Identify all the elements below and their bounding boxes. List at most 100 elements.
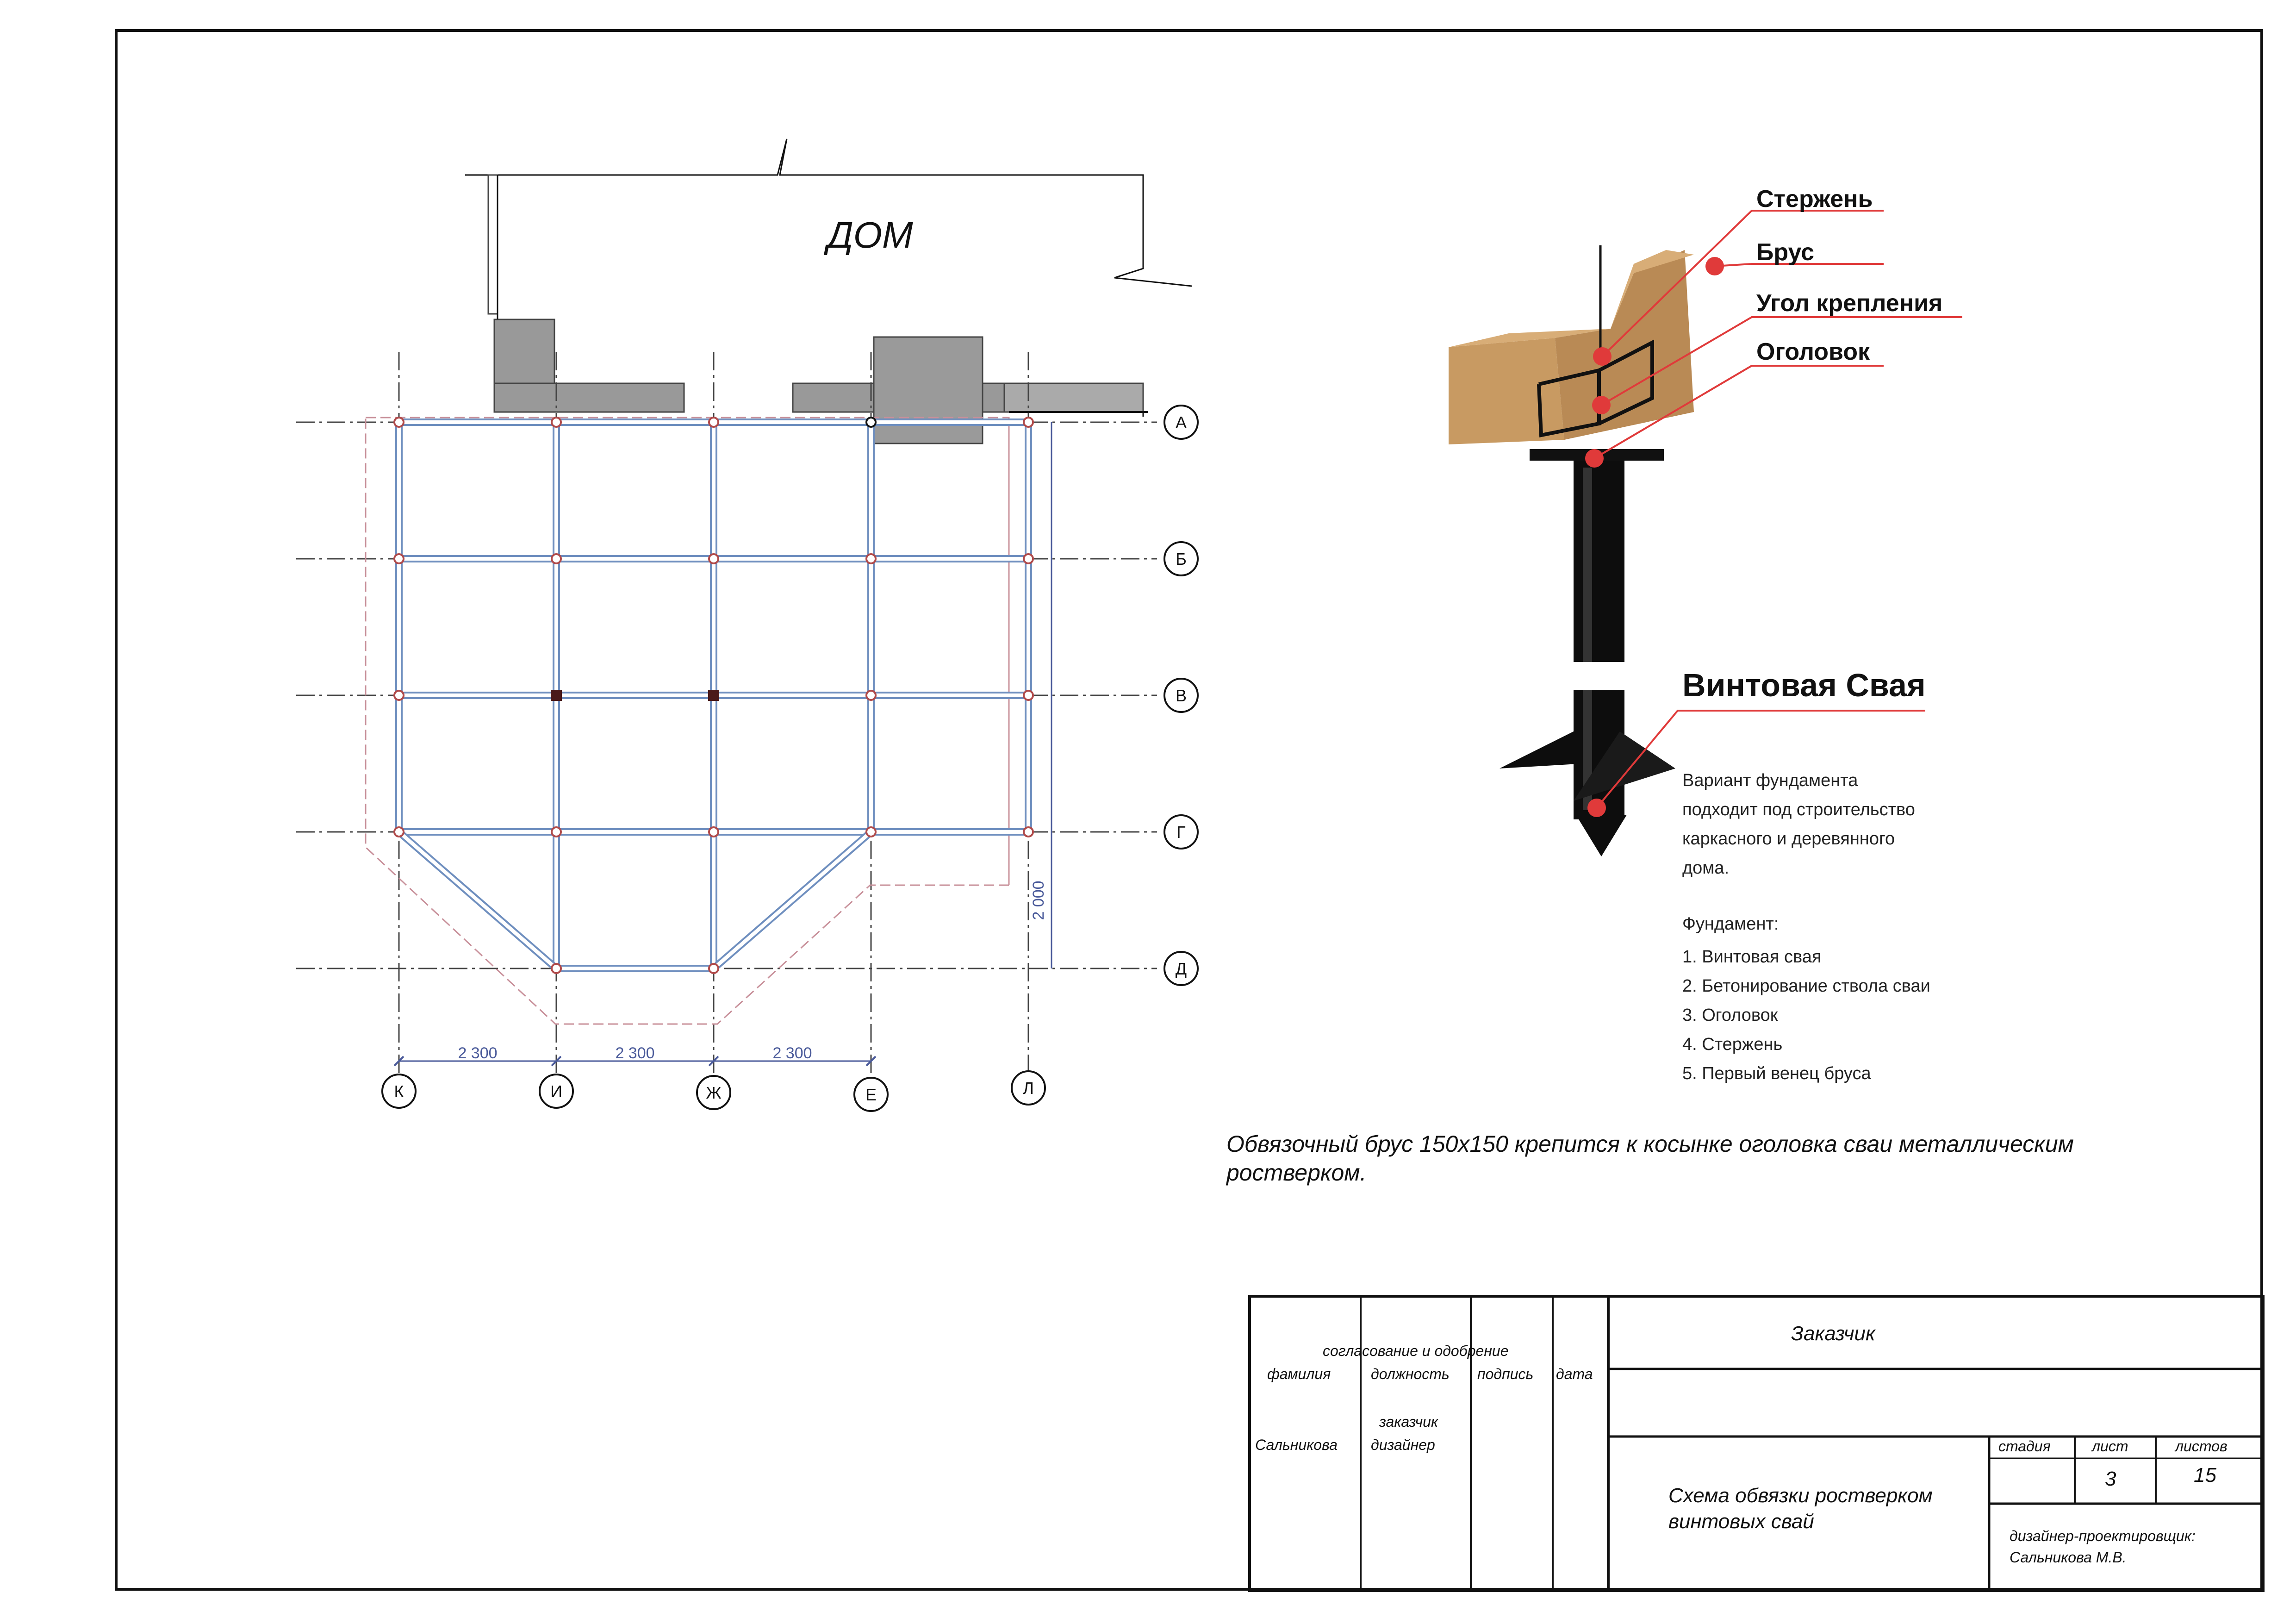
- pile-marker: [393, 826, 404, 837]
- label-head: Оголовок: [1756, 338, 1870, 365]
- pile-marker: [393, 417, 404, 428]
- col-surname: фамилия: [1267, 1366, 1331, 1382]
- column-axis-label: К: [394, 1082, 404, 1101]
- label-beam: Брус: [1756, 239, 1814, 266]
- row-axis-label: Д: [1176, 959, 1187, 978]
- foundation-list: Фундамент: 1. Винтовая свая 2. Бетониров…: [1682, 910, 2099, 1088]
- label-corner: Угол крепления: [1756, 290, 1943, 317]
- beam2-top: [1611, 250, 1694, 329]
- row-axis-label: В: [1176, 686, 1187, 705]
- dimension-tick: [393, 1056, 404, 1067]
- sheet-label: лист: [2092, 1438, 2128, 1455]
- col-date: дата: [1556, 1366, 1593, 1382]
- approval-label: согласование и одобрение: [1323, 1343, 1509, 1359]
- callout-dot: [1593, 347, 1612, 366]
- description-text: Вариант фундамента подходит под строител…: [1682, 766, 2099, 883]
- column-axis-label: Л: [1023, 1079, 1034, 1098]
- list-item: 2. Бетонирование ствола сваи: [1682, 976, 1930, 996]
- stage-label: стадия: [1998, 1438, 2051, 1455]
- foundation-contour: [365, 417, 1010, 1025]
- role-designer: дизайнер: [1371, 1437, 1435, 1453]
- row-axis-label: Г: [1176, 823, 1186, 842]
- note-line: Обвязочный брус 150х150 крепится к косын…: [1226, 1131, 2074, 1157]
- dimension-tick: [551, 1056, 562, 1067]
- dimension-label: 2 300: [615, 1044, 654, 1062]
- customer-label: Заказчик: [1791, 1322, 1875, 1345]
- dim-vertical: 2 000: [1030, 881, 1047, 920]
- callout-leader: [1601, 210, 1884, 357]
- sheet-frame: [115, 29, 2263, 1591]
- house-label: ДОМ: [823, 214, 913, 256]
- dimension-tick: [865, 1056, 877, 1067]
- callout-leader: [1596, 710, 1925, 809]
- callout-dot: [1592, 396, 1611, 414]
- note-text: Обвязочный брус 150х150 крепится к косын…: [1226, 1130, 2152, 1187]
- note-line: ростверком.: [1226, 1160, 1367, 1186]
- pile-marker: [865, 417, 877, 428]
- pile-marker: [1023, 417, 1034, 428]
- pile-marker: [708, 963, 719, 974]
- list-item: 3. Оголовок: [1682, 1006, 1778, 1025]
- list-item: 1. Винтовая свая: [1682, 947, 1822, 967]
- callout-leader: [1593, 365, 1884, 459]
- pile-marker: [865, 553, 877, 564]
- pile-marker: [708, 553, 719, 564]
- column-axis-marker: [1011, 1070, 1046, 1106]
- list-item: 4. Стержень: [1682, 1035, 1783, 1054]
- pile-marker: [393, 690, 404, 701]
- pile-marker: [708, 826, 719, 837]
- beam-front-face: [1449, 338, 1564, 444]
- pile-marker: [865, 690, 877, 701]
- designer-name: Сальникова: [1255, 1437, 1338, 1453]
- project-title-2: винтовых свай: [1668, 1510, 1814, 1533]
- corner-bracket-side: [1598, 339, 1654, 425]
- label-rod: Стержень: [1756, 186, 1873, 212]
- column-axis-label: Е: [865, 1085, 877, 1104]
- column-axis-marker: [381, 1074, 417, 1109]
- pile-title: Винтовая Свая: [1682, 667, 1926, 703]
- callout-leader: [1600, 316, 1962, 406]
- description-line: подходит под строительство: [1682, 800, 1915, 819]
- callout-dot: [1587, 799, 1606, 817]
- row-axis-marker: [1164, 814, 1199, 849]
- sheets-label: листов: [2175, 1438, 2228, 1455]
- role-customer: заказчик: [1379, 1413, 1438, 1430]
- pile-marker: [551, 690, 562, 701]
- callouts: [1585, 210, 1962, 817]
- column-axis-marker: [853, 1077, 889, 1112]
- pile-detail-illustration: [1449, 210, 1962, 856]
- row-axis-marker: [1164, 541, 1199, 576]
- pile-gap: [1550, 662, 1689, 690]
- pile-marker: [551, 553, 562, 564]
- description-line: дома.: [1682, 858, 1730, 878]
- list-title: Фундамент:: [1682, 914, 1779, 934]
- beam-side-face: [1555, 250, 1694, 440]
- row-axis-label: А: [1176, 413, 1187, 432]
- sheet-number: 3: [2105, 1468, 2116, 1490]
- pile-marker: [551, 826, 562, 837]
- pile-highlight: [1583, 468, 1592, 810]
- pile-marker: [1023, 690, 1034, 701]
- screw-blade-left: [1500, 729, 1578, 768]
- pile-marker: [393, 553, 404, 564]
- pile-marker: [708, 690, 719, 701]
- sheets-total: 15: [2194, 1464, 2216, 1487]
- beam-top-face: [1449, 329, 1611, 347]
- pile-marker: [708, 417, 719, 428]
- dimension-tick: [708, 1056, 719, 1067]
- pile-marker: [1023, 553, 1034, 564]
- project-title-1: Схема обвязки ростверком: [1668, 1484, 1933, 1507]
- house-walls: [487, 174, 1144, 444]
- list-item: 5. Первый венец бруса: [1682, 1064, 1871, 1083]
- col-signature: подпись: [1477, 1366, 1534, 1382]
- column-axis-label: И: [550, 1082, 562, 1101]
- beam-inner: [712, 830, 872, 970]
- row-axis-label: Б: [1176, 550, 1187, 568]
- row-axis-marker: [1164, 678, 1199, 713]
- row-axis-marker: [1164, 405, 1199, 440]
- screw-tip: [1576, 815, 1627, 856]
